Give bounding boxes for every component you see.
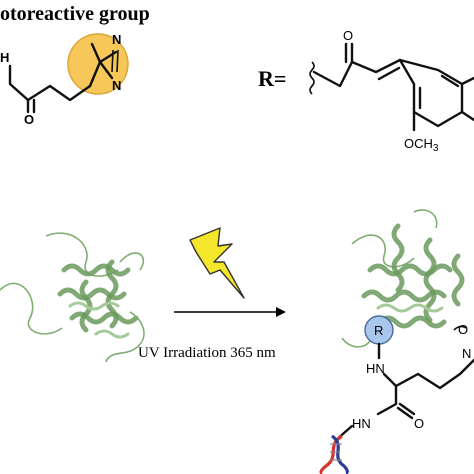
atom-n-right: N	[462, 346, 471, 361]
atom-nh-right: HN	[352, 416, 371, 431]
helix-bundle-left	[57, 259, 139, 339]
reaction-arrow	[174, 307, 286, 317]
r-group-structure: O OCH3	[309, 28, 474, 154]
dna-strand-icon	[318, 434, 350, 474]
uv-lightning-icon	[189, 227, 245, 299]
atom-n1: N	[112, 32, 121, 47]
product-linker-structure: HN O HN N O	[334, 322, 474, 442]
atom-n2: N	[112, 78, 121, 93]
title-text: otoreactive group	[0, 3, 150, 25]
atom-hn-right: HN	[366, 361, 385, 376]
uv-irradiation-label: UV Irradiation 365 nm	[138, 345, 276, 361]
photoreactive-group-structure: H O N N	[0, 32, 129, 127]
protein-left	[0, 232, 145, 363]
atom-nh-partial: H	[0, 50, 9, 65]
atom-o-ketone: O	[343, 28, 353, 43]
atom-och3: OCH3	[404, 136, 439, 154]
atom-o-right: O	[458, 322, 468, 337]
r-equals-label: R=	[258, 66, 286, 91]
helix-bundle-right	[361, 223, 465, 329]
protein-right	[341, 209, 465, 348]
atom-o-amide: O	[24, 112, 34, 127]
r-group-label: R	[374, 323, 383, 338]
atom-o-amide2: O	[414, 416, 424, 431]
